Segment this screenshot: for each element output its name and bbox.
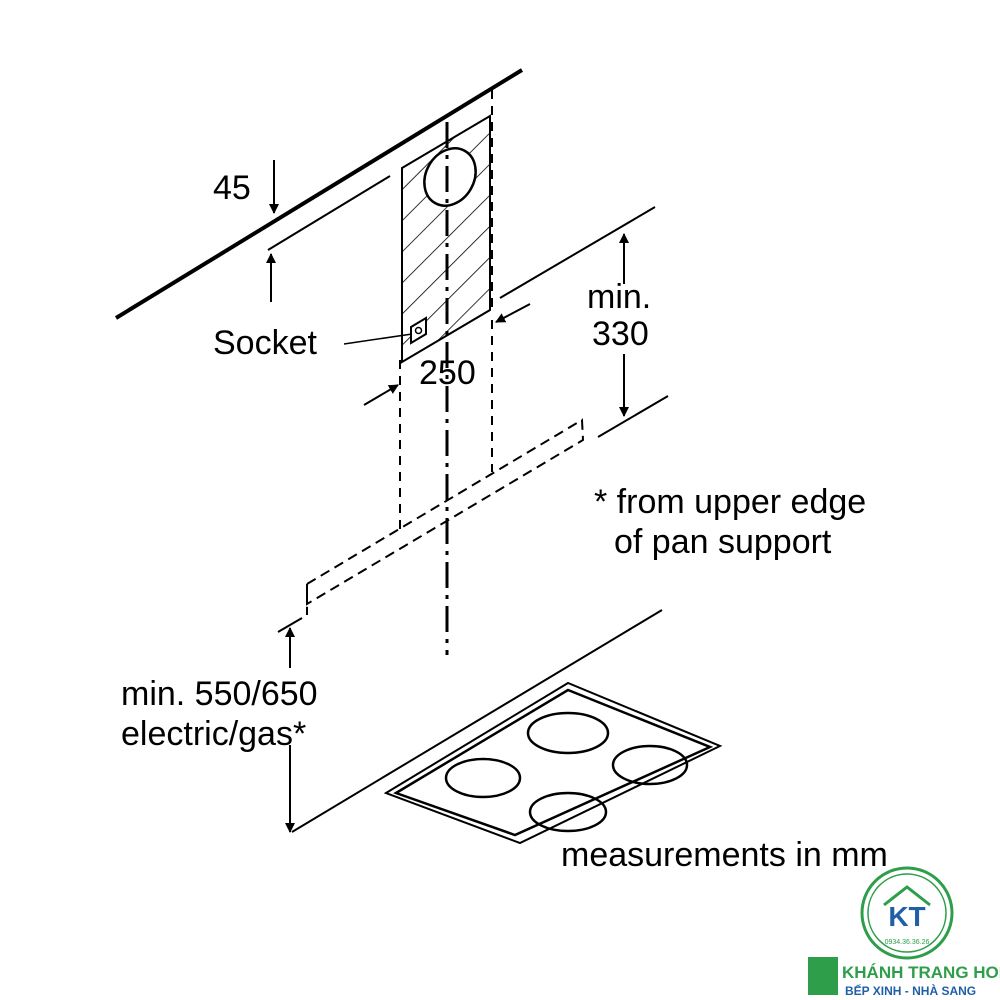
dim-250-arrow-left: [363, 384, 399, 406]
brand-watermark: KT 0934.36.36.26 KHÁNH TRANG HOME BẾP XI…: [808, 866, 1000, 998]
footnote-line1: * from upper edge: [594, 483, 866, 521]
socket-icon: [410, 316, 427, 345]
cooktop: [383, 681, 723, 845]
logo-inner-ring: [867, 873, 947, 953]
burner-left: [444, 757, 522, 799]
units-note: measurements in mm: [561, 836, 888, 874]
wall-upper-left-line: [267, 175, 391, 251]
dim-330-label-line2: 330: [592, 315, 649, 353]
footnote-line2: of pan support: [614, 523, 832, 561]
dim-45-label: 45: [213, 169, 251, 207]
logo-phone: 0934.36.36.26: [885, 939, 930, 946]
hood-outline-dashed: [306, 418, 585, 615]
wall-lower-right-line: [597, 395, 669, 438]
burner-right: [611, 744, 689, 786]
burner-rear: [526, 711, 610, 755]
hob-clearance-label-line1: min. 550/650: [121, 675, 318, 713]
brand-name: KHÁNH TRANG HOME: [842, 963, 1000, 982]
worktop-line: [291, 609, 663, 833]
socket-label: Socket: [213, 324, 317, 362]
brand-tagline: BẾP XINH - NHÀ SANG: [845, 983, 976, 998]
dim-250-arrow-right: [495, 303, 531, 323]
socket-leader-line: [343, 333, 413, 345]
logo-monogram: KT: [888, 901, 925, 932]
ceiling-line: [114, 68, 524, 320]
hob-clearance-label-line2: electric/gas*: [121, 715, 306, 753]
wall-upper-right-line: [499, 206, 656, 299]
house-icon: [883, 885, 931, 907]
logo-outer-ring: [860, 866, 954, 960]
dim-330-label-line1: min.: [587, 278, 651, 316]
brand-mark: [808, 957, 838, 995]
dim-250-label: 250: [419, 354, 476, 392]
dim-hob-tick-top: [277, 617, 303, 633]
exhaust-opening: [423, 147, 477, 207]
burner-front: [528, 791, 608, 833]
